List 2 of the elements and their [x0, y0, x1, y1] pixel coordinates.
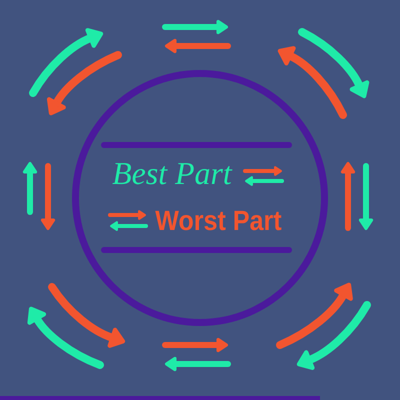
label: Best Part — [112, 163, 232, 184]
label: Worst Part — [155, 210, 282, 230]
